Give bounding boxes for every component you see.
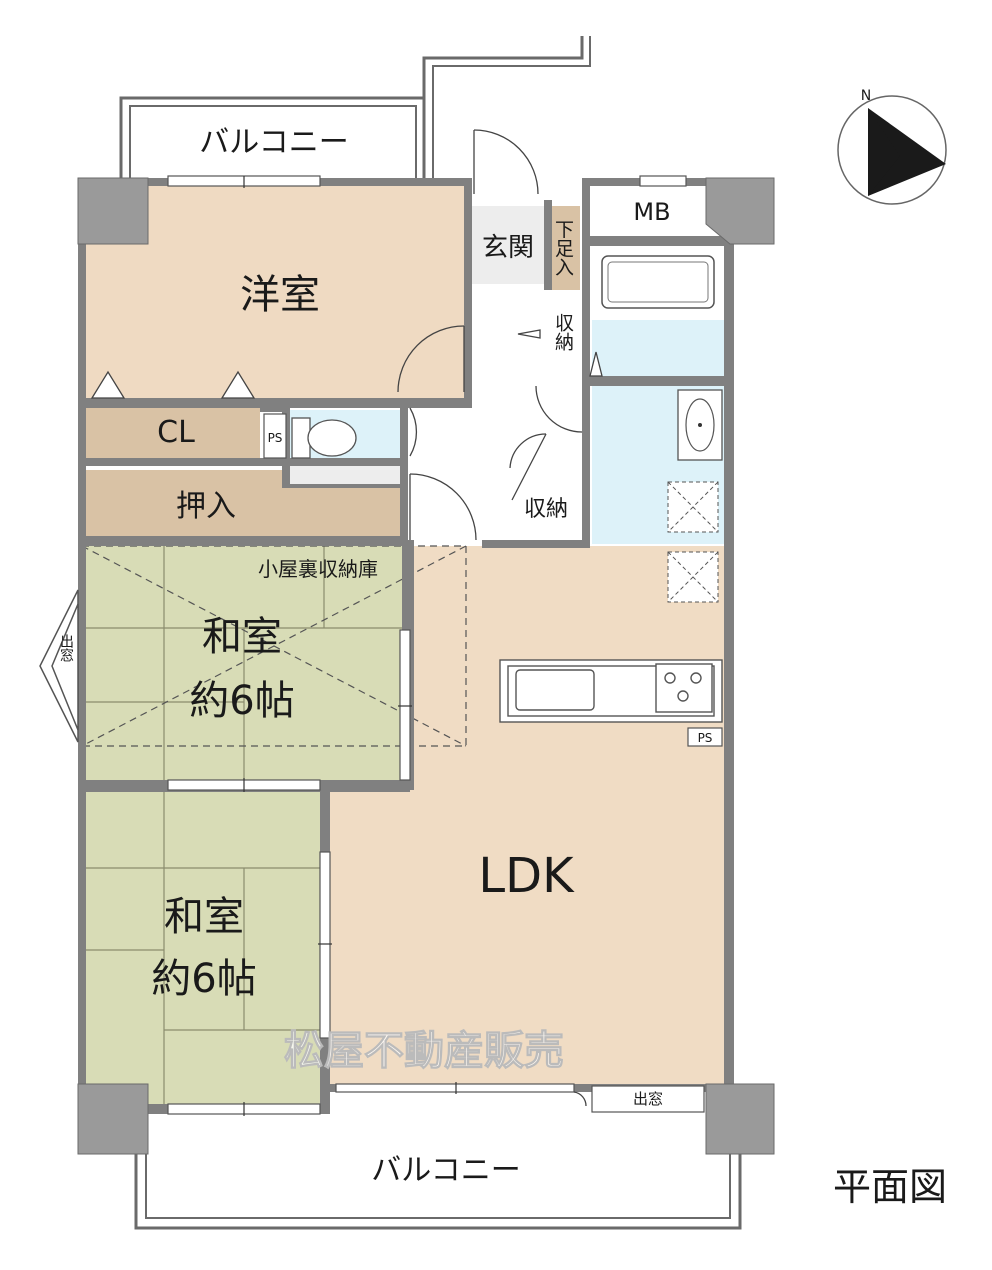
- western-room-floor: [86, 186, 464, 398]
- kitchen-counter: [499, 659, 723, 723]
- washitsu-1-name: 和室: [202, 614, 282, 660]
- bay-window-bottom-label: 出窓: [633, 1090, 663, 1108]
- bathtub: [601, 255, 715, 309]
- bath-wet-floor: [592, 320, 724, 376]
- compass-icon: [837, 95, 947, 205]
- closet-floor: [86, 408, 260, 458]
- balcony-bottom: [134, 1152, 742, 1230]
- ps-box-2: [687, 727, 723, 747]
- shoe-storage-label: 下足入: [552, 220, 574, 277]
- balcony-top-label: バルコニー: [199, 125, 348, 160]
- ps-box-1: [263, 413, 287, 459]
- closet-label: CL: [157, 415, 195, 450]
- closet-markers: [90, 370, 256, 399]
- mb-box: [590, 186, 706, 236]
- ldk-label: LDK: [478, 848, 575, 904]
- windows: [167, 175, 687, 1116]
- bay-window-bottom: [591, 1085, 705, 1113]
- washitsu-1-size: 約6帖: [189, 678, 294, 724]
- mb-label: MB: [633, 198, 670, 226]
- washitsu-2-size: 約6帖: [151, 956, 256, 1002]
- plan-title: 平面図: [833, 1165, 947, 1209]
- bay-window-left-label: 出窓: [58, 634, 74, 662]
- balcony-bottom-label: バルコニー: [371, 1153, 520, 1188]
- ps-label-2: PS: [698, 731, 713, 745]
- tatami-lines: [86, 546, 402, 1106]
- washitsu-2-floor: [86, 792, 320, 1106]
- bay-window-left: [39, 589, 79, 743]
- washitsu-2-name: 和室: [164, 894, 244, 940]
- washing-machine-space: [667, 481, 719, 603]
- oshiire-label: 押入: [176, 489, 236, 524]
- doors: [397, 129, 603, 1107]
- pillars: [77, 177, 775, 1155]
- compass-north-label: N: [861, 88, 871, 104]
- small-storage-label: 収納: [552, 313, 574, 351]
- toilet: [291, 417, 357, 459]
- attic-storage-label: 小屋裏収納庫: [258, 557, 378, 581]
- western-room-label: 洋室: [240, 272, 320, 318]
- watermark: 松屋不動産販売: [284, 1028, 564, 1074]
- entrance-label: 玄関: [482, 233, 534, 263]
- hall-storage-label: 収納: [524, 497, 568, 522]
- entrance-floor: [472, 206, 544, 284]
- ps-label-1: PS: [268, 431, 283, 445]
- balcony-top: [119, 36, 591, 178]
